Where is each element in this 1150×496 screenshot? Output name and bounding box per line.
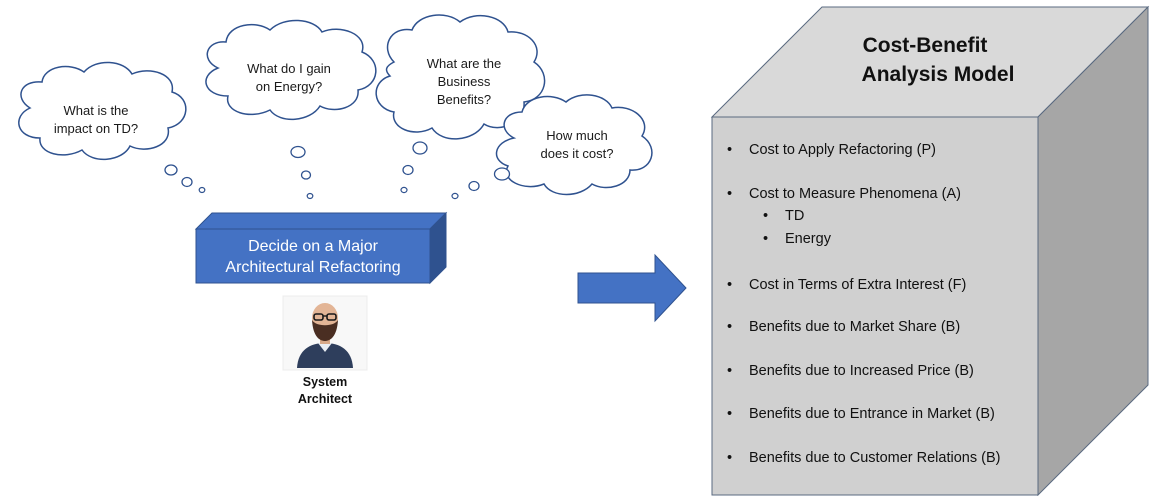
thought-bubble (412, 141, 428, 155)
thought-bubble (181, 176, 193, 188)
decision-box-line-1: Decide on a Major (248, 238, 379, 255)
cloud-text-line-2: on Energy? (256, 79, 323, 94)
model-item: Cost in Terms of Extra Interest (F) (749, 277, 966, 293)
cloud-shape (495, 94, 653, 196)
model-title-line-1: Cost-Benefit (863, 34, 988, 57)
avatar-collar (318, 343, 332, 352)
decision-box-line-2: Architectural Refactoring (225, 259, 400, 276)
thought-cloud-business: What are the Business Benefits? (375, 14, 546, 194)
bullet-icon: • (727, 319, 732, 335)
sub-bullet-icon: • (763, 208, 768, 224)
model-item: Benefits due to Entrance in Market (B) (749, 406, 995, 422)
avatar-glasses-right (326, 313, 337, 321)
cost-benefit-cube: Cost-Benefit Analysis Model • Cost to Ap… (710, 5, 1150, 496)
cloud-shape (18, 61, 187, 161)
model-title-line-2: Analysis Model (862, 63, 1015, 86)
thought-bubble (468, 180, 480, 192)
avatar (282, 295, 368, 371)
avatar-glasses-left (313, 313, 324, 321)
thought-bubble (451, 192, 459, 200)
cloud-text-line-1: What are the (427, 56, 501, 71)
cloud-text-line-2: does it cost? (541, 146, 614, 161)
bullet-icon: • (727, 142, 732, 158)
cloud-text-line-2: impact on TD? (54, 121, 138, 136)
thought-bubble (300, 170, 312, 180)
cloud-shape (375, 14, 546, 140)
model-subitem: TD (785, 208, 804, 224)
model-item: Benefits due to Market Share (B) (749, 319, 960, 335)
thought-bubble (198, 186, 206, 194)
decision-box: Decide on a Major Architectural Refactor… (194, 211, 448, 285)
cube-front (711, 116, 1039, 496)
thought-cloud-cost: How much does it cost? (451, 94, 653, 200)
thought-bubble (306, 192, 314, 200)
thought-bubble (290, 145, 306, 159)
person-label-line-1: System (303, 375, 347, 389)
model-item: Cost to Apply Refactoring (P) (749, 142, 936, 158)
thought-bubble (400, 186, 408, 194)
person-label-line-2: Architect (298, 392, 353, 406)
avatar-body (297, 343, 353, 368)
cloud-text-line-1: What is the (63, 103, 128, 118)
thought-bubble (493, 167, 511, 181)
bullet-icon: • (727, 406, 732, 422)
thought-bubble (402, 164, 414, 176)
thought-bubble (164, 164, 178, 176)
decision-box-front (195, 228, 431, 284)
thought-cloud-impact: What is the impact on TD? (18, 61, 206, 194)
bullet-icon: • (727, 363, 732, 379)
sub-bullet-icon: • (763, 231, 768, 247)
bullet-icon: • (727, 450, 732, 466)
model-item: Cost to Measure Phenomena (A) (749, 186, 961, 202)
thought-cloud-energy: What do I gain on Energy? (205, 19, 377, 200)
cloud-text-line-3: Benefits? (437, 92, 491, 107)
decision-box-top (194, 212, 448, 230)
cloud-shape (205, 19, 377, 121)
avatar-beard (312, 320, 338, 341)
model-subitem: Energy (785, 231, 832, 247)
bullet-icon: • (727, 186, 732, 202)
bullet-icon: • (727, 277, 732, 293)
flow-arrow (577, 253, 687, 323)
cloud-text-line-1: How much (546, 128, 607, 143)
cloud-text-line-2: Business (438, 74, 491, 89)
model-item: Benefits due to Increased Price (B) (749, 363, 974, 379)
cloud-text-line-1: What do I gain (247, 61, 331, 76)
model-item: Benefits due to Customer Relations (B) (749, 450, 1000, 466)
